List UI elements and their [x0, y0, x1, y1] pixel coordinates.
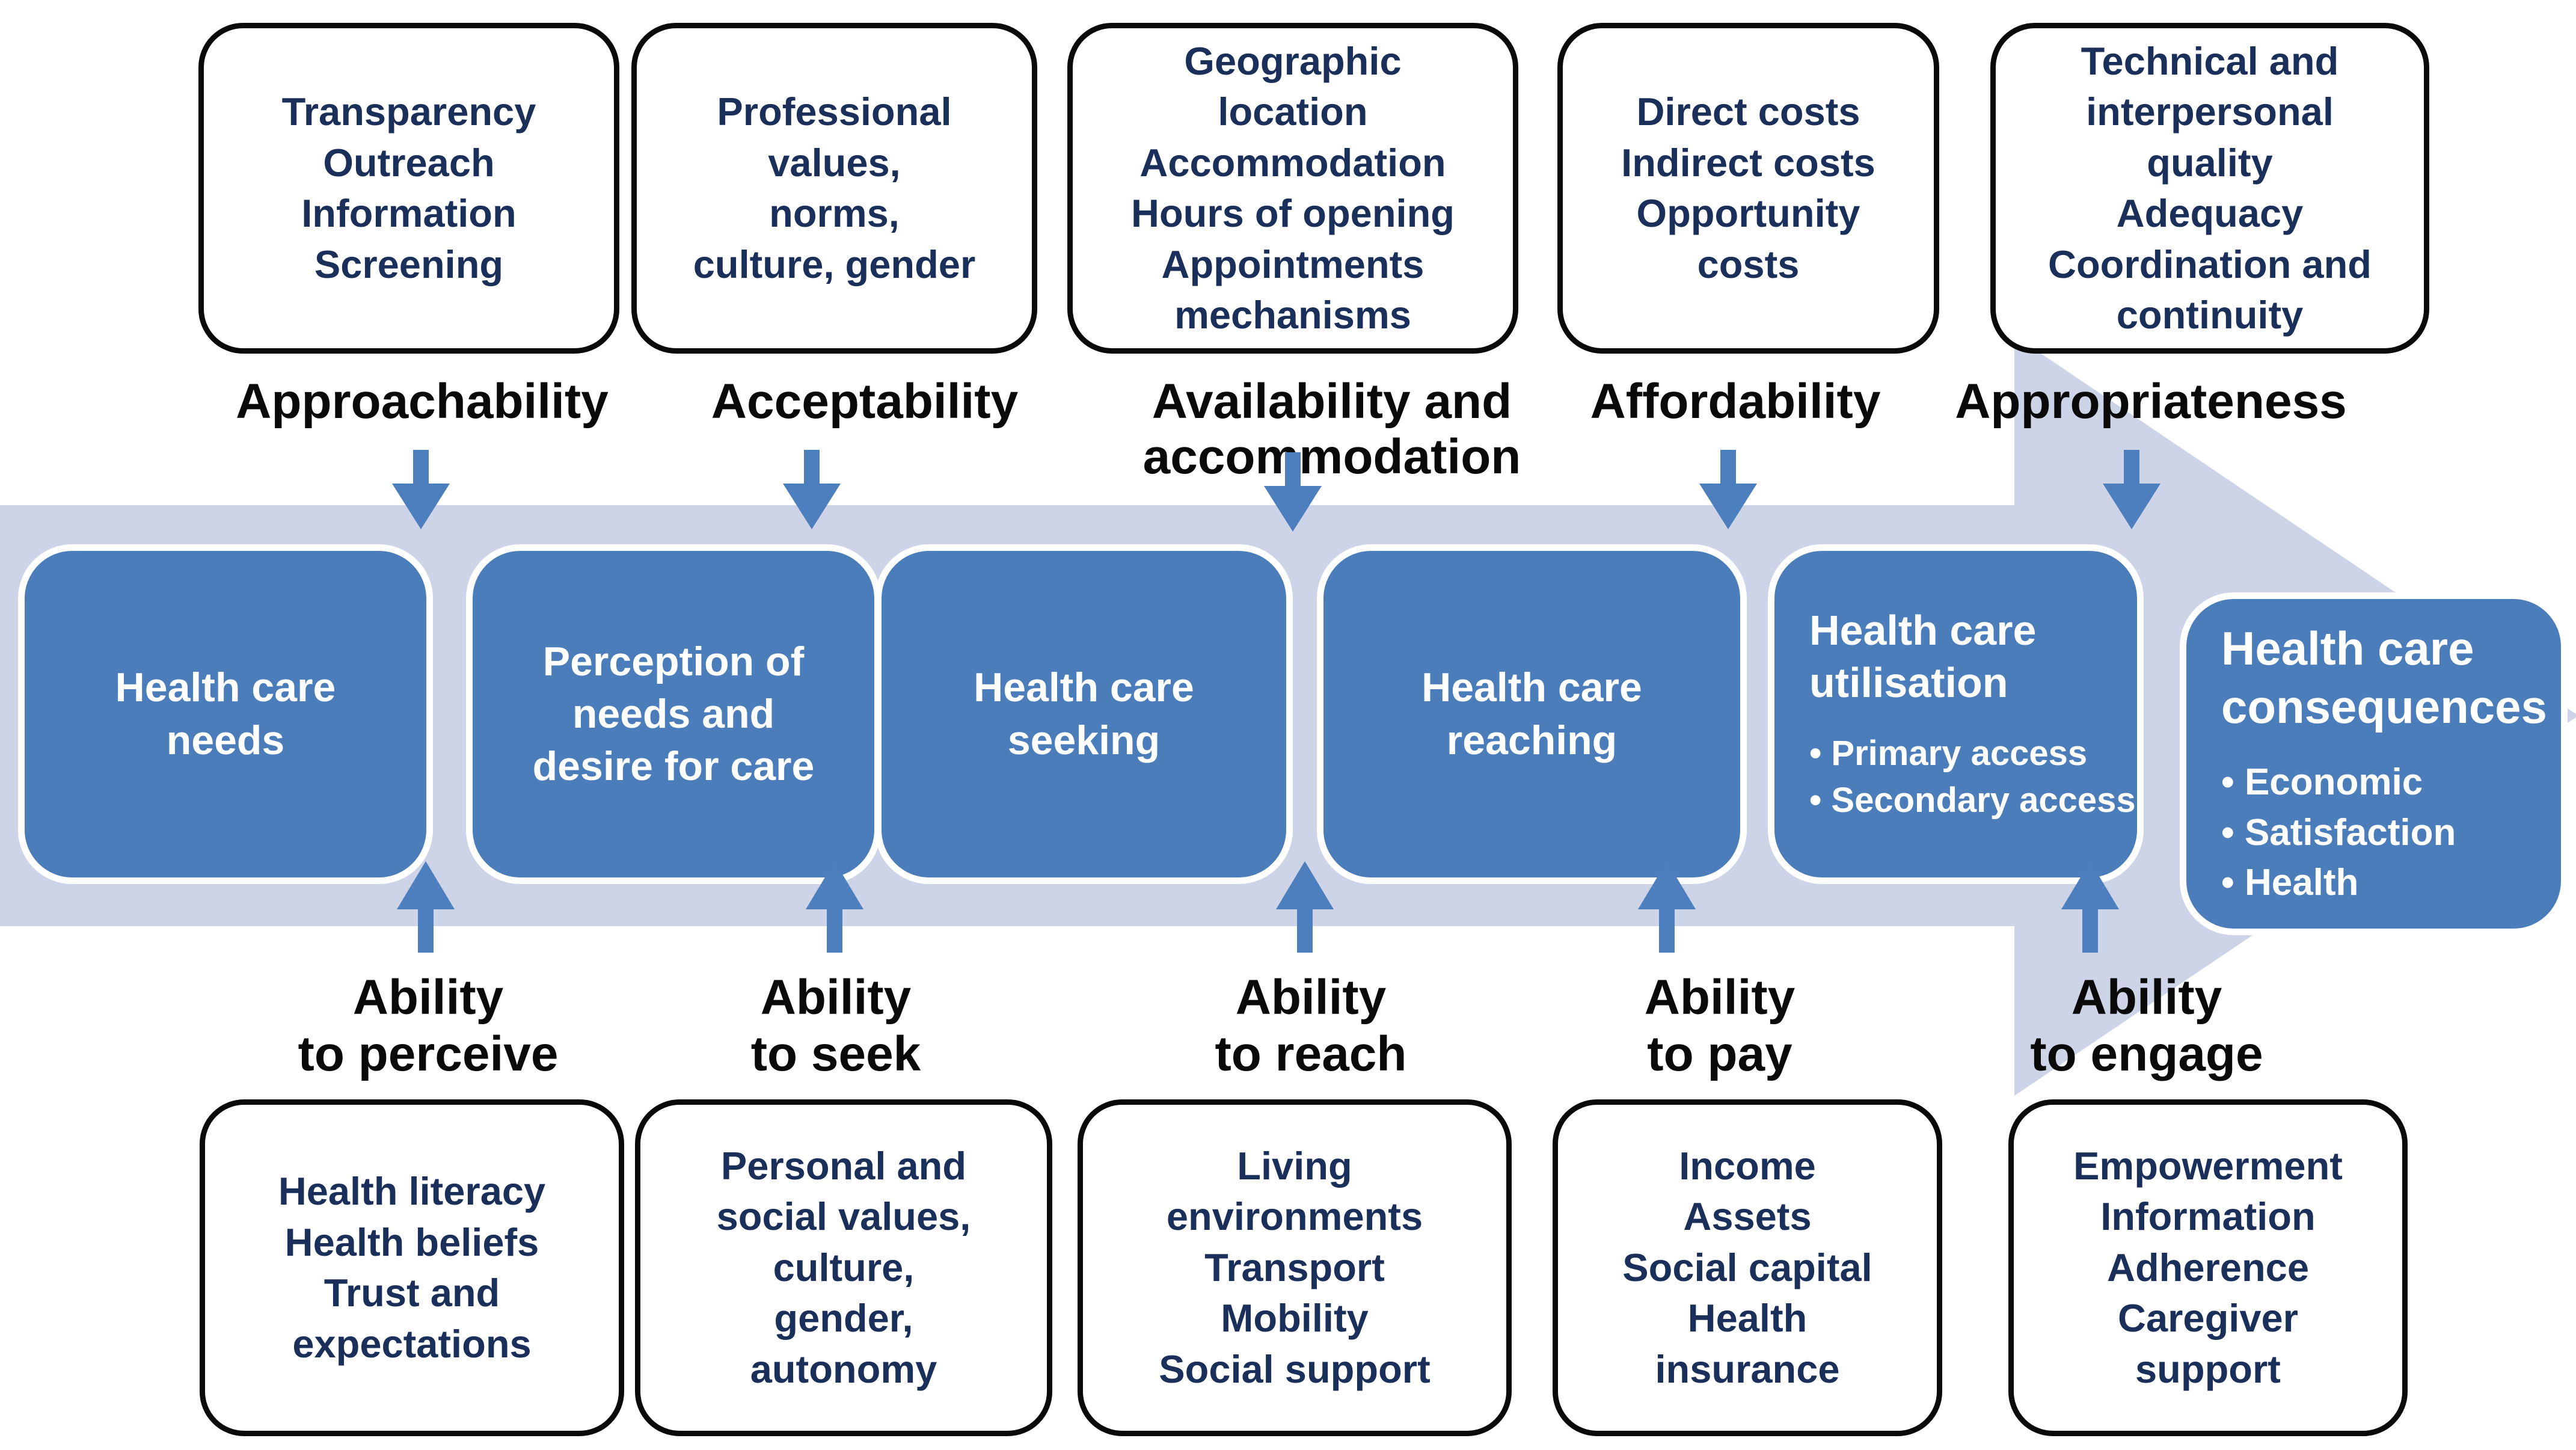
process-box-perception-of-needs: Perception of needs and desire for care — [466, 544, 881, 884]
process-box-health-care-consequences: Health care consequences Economic Satisf… — [2180, 592, 2568, 935]
label-appropriateness: Appropriateness — [1955, 374, 2347, 429]
bottom-box-pay-factors: Income Assets Social capital Health insu… — [1553, 1099, 1942, 1436]
label-ability-to-engage: Ability to engage — [2030, 970, 2263, 1082]
down-arrow-icon — [392, 450, 450, 529]
down-arrow-icon — [783, 450, 841, 529]
label-availability-accommodation: Availability and accommodation — [1142, 374, 1521, 484]
consequences-bullets: Economic Satisfaction Health — [2221, 757, 2561, 908]
utilisation-bullets: Primary access Secondary access — [1809, 730, 2137, 825]
bottom-box-engage-factors: Empowerment Information Adherence Caregi… — [2008, 1099, 2408, 1436]
label-acceptability: Acceptability — [711, 374, 1019, 429]
process-box-health-care-needs: Health care needs — [18, 544, 433, 884]
up-arrow-icon — [1638, 861, 1696, 953]
label-ability-to-perceive: Ability to perceive — [298, 970, 559, 1082]
top-box-approachability-factors: Transparency Outreach Information Screen… — [198, 23, 619, 354]
top-box-affordability-factors: Direct costs Indirect costs Opportunity … — [1557, 23, 1939, 354]
down-arrow-icon — [1264, 452, 1322, 532]
up-arrow-icon — [1276, 861, 1334, 953]
bullet-secondary-access: Secondary access — [1809, 777, 2137, 824]
bottom-box-reach-factors: Living environments Transport Mobility S… — [1078, 1099, 1512, 1436]
label-ability-to-reach: Ability to reach — [1215, 970, 1407, 1082]
label-ability-to-seek: Ability to seek — [750, 970, 921, 1082]
up-arrow-icon — [806, 861, 863, 953]
up-arrow-icon — [397, 861, 455, 953]
consequences-title: Health care consequences — [2221, 621, 2547, 734]
top-box-appropriateness-factors: Technical and interpersonal quality Adeq… — [1990, 23, 2429, 354]
process-box-health-care-utilisation: Health care utilisation Primary access S… — [1768, 544, 2144, 884]
down-arrow-icon — [2103, 450, 2160, 529]
top-box-availability-factors: Geographic location Accommodation Hours … — [1067, 23, 1518, 354]
utilisation-title: Health care utilisation — [1809, 606, 2037, 707]
bullet-health: Health — [2221, 858, 2561, 908]
up-arrow-icon — [2061, 861, 2119, 953]
bullet-satisfaction: Satisfaction — [2221, 808, 2561, 858]
label-ability-to-pay: Ability to pay — [1644, 970, 1796, 1082]
bottom-box-perceive-factors: Health literacy Health beliefs Trust and… — [200, 1099, 624, 1436]
process-box-health-care-seeking: Health care seeking — [875, 544, 1293, 884]
label-affordability: Affordability — [1590, 374, 1881, 429]
bullet-primary-access: Primary access — [1809, 730, 2137, 777]
process-box-health-care-reaching: Health care reaching — [1317, 544, 1747, 884]
bottom-box-seek-factors: Personal and social values, culture, gen… — [635, 1099, 1052, 1436]
label-approachability: Approachability — [236, 374, 609, 429]
bullet-economic: Economic — [2221, 757, 2561, 808]
top-box-acceptability-factors: Professional values, norms, culture, gen… — [631, 23, 1037, 354]
down-arrow-icon — [1699, 450, 1757, 529]
